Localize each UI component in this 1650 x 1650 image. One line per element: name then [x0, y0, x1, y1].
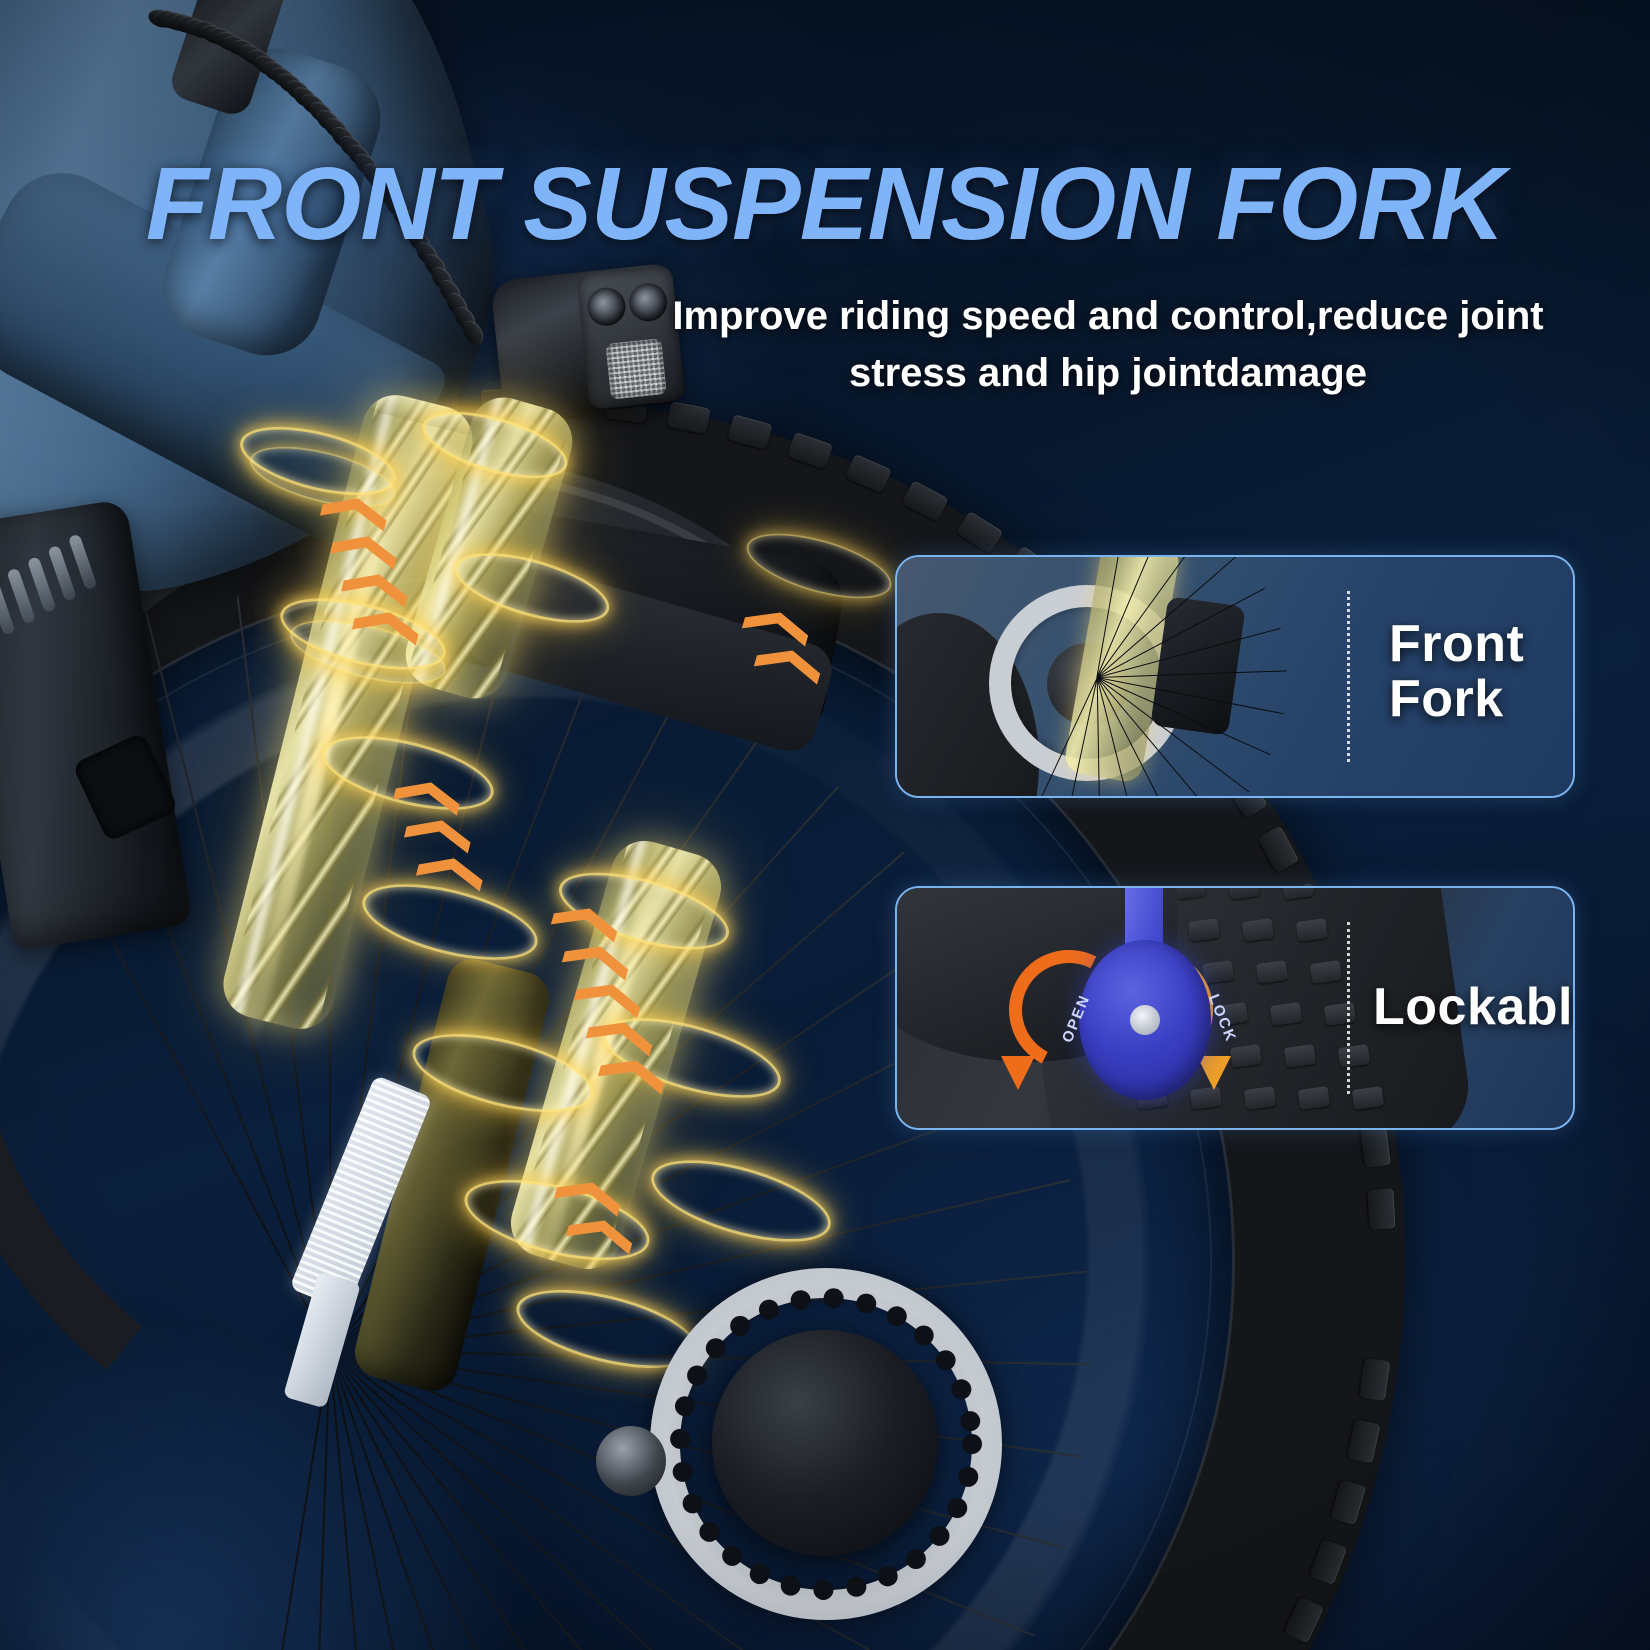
direction-chevron: [742, 603, 813, 646]
lockout-dial[interactable]: [1079, 940, 1211, 1100]
subtitle-line-1: Improve riding speed and control,reduce …: [672, 294, 1544, 338]
wheel-hub: [712, 1330, 938, 1556]
axle-nut: [596, 1426, 666, 1496]
glow-ring: [354, 869, 546, 975]
callout-card-front-fork[interactable]: Front Fork: [895, 555, 1575, 798]
card-divider: [1347, 922, 1350, 1094]
card-photo-lockable: OPEN LOCK: [897, 888, 1573, 1128]
card-divider: [1347, 591, 1350, 762]
page-subtitle: Improve riding speed and control,reduce …: [658, 288, 1558, 402]
card-photo-front-fork: [897, 557, 1573, 796]
open-arrow-tip: [1001, 1056, 1035, 1090]
card-label-line-2: Fork: [1389, 669, 1504, 728]
card-label-front-fork: Front Fork: [1389, 617, 1524, 726]
glow-ring: [739, 520, 899, 612]
card-label-line-1: Front: [1389, 615, 1525, 673]
callout-card-lockable[interactable]: OPEN LOCK Lockable: [895, 886, 1575, 1130]
page-title: FRONT SUSPENSION FORK: [145, 146, 1505, 261]
card-spokes: [1016, 557, 1287, 796]
direction-chevron: [754, 641, 825, 684]
direction-chevron: [404, 812, 474, 853]
glow-ring: [642, 1143, 840, 1259]
card-label-line-1: Lockable: [1373, 978, 1573, 1036]
card-label-lockable: Lockable: [1373, 978, 1573, 1036]
lock-arrow-tip: [1197, 1056, 1231, 1090]
subtitle-line-2: stress and hip jointdamage: [849, 350, 1367, 395]
